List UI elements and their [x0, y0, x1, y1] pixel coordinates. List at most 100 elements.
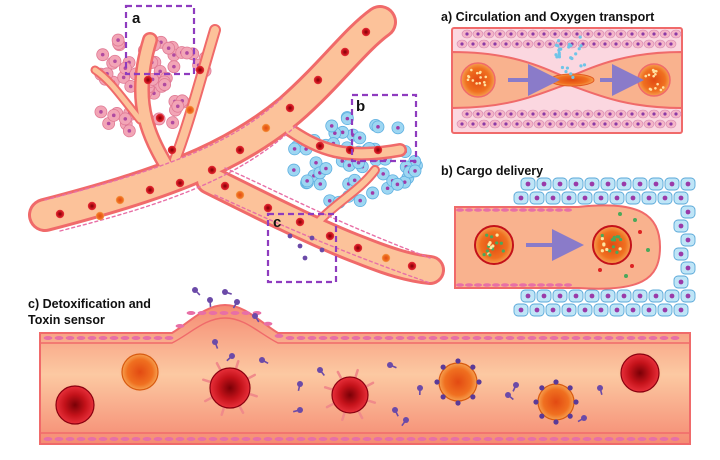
tissue-nucleus [590, 294, 595, 299]
tissue-nucleus [551, 196, 556, 201]
bound-toxin [441, 394, 446, 399]
bound-toxin [553, 379, 558, 384]
oxygen-dot [557, 39, 560, 42]
endothelial-cell [671, 336, 680, 340]
toxin-molecule [505, 392, 511, 398]
tissue-nucleus [631, 196, 636, 201]
toxin-molecule [297, 407, 303, 413]
red-blood-cell [168, 146, 176, 154]
tissue-nucleus [519, 196, 524, 201]
oxygen-dot [583, 63, 586, 66]
endothelial-cell [660, 336, 669, 340]
endothelial-cell [495, 336, 504, 340]
endothelial-cell [154, 336, 163, 340]
cargo-dot [649, 88, 652, 91]
endothelial-cell [176, 437, 185, 441]
tissue-nucleus [537, 122, 540, 125]
tissue-nucleus [625, 42, 628, 45]
released-cargo [618, 212, 622, 216]
tissue-nucleus [482, 122, 485, 125]
tissue-nucleus [101, 53, 105, 57]
tissue-nucleus [583, 308, 588, 313]
bound-toxin [533, 399, 538, 404]
tissue-nucleus [669, 122, 672, 125]
vessel-tree [45, 6, 430, 283]
red-blood-cell [144, 76, 152, 84]
tissue-nucleus [663, 32, 666, 35]
tissue-nucleus [341, 131, 345, 135]
tissue-nucleus [603, 42, 606, 45]
red-blood-cell [354, 244, 362, 252]
endothelial-cell [341, 336, 350, 340]
cargo-cell [593, 226, 631, 264]
tissue-nucleus [353, 178, 357, 182]
tissue-nucleus [586, 32, 589, 35]
endothelial-cell [77, 437, 86, 441]
oxygen-dot [556, 44, 559, 47]
panel-a-circulation [452, 28, 682, 133]
tissue-nucleus [575, 32, 578, 35]
tissue-nucleus [670, 182, 675, 187]
endothelial-cell [385, 336, 394, 340]
tissue-nucleus [599, 308, 604, 313]
cargo-dot [619, 238, 622, 241]
tissue-nucleus [348, 164, 352, 168]
endothelial-cell [77, 336, 86, 340]
tissue-nucleus [386, 186, 390, 190]
cargo-dot [495, 234, 498, 237]
panel-b-cargo [455, 178, 695, 316]
red-blood-cell [332, 377, 368, 413]
oxygen-dot [571, 76, 574, 79]
tissue-nucleus [553, 112, 556, 115]
tissue-nucleus [471, 42, 474, 45]
released-cargo [633, 218, 637, 222]
tissue-nucleus [615, 196, 620, 201]
endothelial-cell [616, 437, 625, 441]
endothelial-cell [429, 437, 438, 441]
red-blood-cell [208, 166, 216, 174]
tissue-nucleus [520, 32, 523, 35]
endothelial-cell [121, 437, 130, 441]
endothelial-cell [55, 437, 64, 441]
endothelial-cell [55, 336, 64, 340]
endothelial-cell [209, 437, 218, 441]
tissue-nucleus [553, 32, 556, 35]
tissue-nucleus [686, 182, 691, 187]
tissue-nucleus [658, 122, 661, 125]
endothelial-cell [456, 283, 464, 287]
tissue-nucleus [305, 179, 309, 183]
panel-b-title: b) Cargo delivery [441, 164, 543, 178]
tissue-nucleus [509, 32, 512, 35]
tissue-nucleus [515, 122, 518, 125]
cargo-dot [619, 247, 622, 250]
tissue-nucleus [599, 196, 604, 201]
endothelial-cell [418, 437, 427, 441]
zoom-label-b: b [356, 98, 365, 115]
bound-toxin [470, 394, 475, 399]
tissue-nucleus [686, 238, 691, 243]
cargo-dot [486, 249, 489, 252]
endothelial-cell [264, 437, 273, 441]
tissue-nucleus [670, 294, 675, 299]
endothelial-cell [528, 283, 536, 287]
endothelial-cell [519, 283, 527, 287]
tissue-nucleus [171, 121, 175, 125]
endothelial-cell [242, 311, 251, 315]
endothelial-cell [550, 336, 559, 340]
tissue-nucleus [357, 161, 361, 165]
endothelial-cell [473, 336, 482, 340]
cargo-dot [601, 237, 604, 240]
toxin-molecule [192, 287, 198, 293]
zoom-label-c: c [273, 214, 281, 231]
endothelial-cell [275, 437, 284, 441]
endothelial-cell [451, 336, 460, 340]
tissue-nucleus [636, 42, 639, 45]
tissue-nucleus [631, 308, 636, 313]
endothelial-cell [198, 311, 207, 315]
endothelial-cell [465, 208, 473, 212]
toxin-molecule [288, 234, 293, 239]
released-cargo [646, 248, 650, 252]
endothelial-cell [605, 437, 614, 441]
orange-cell [461, 63, 495, 97]
